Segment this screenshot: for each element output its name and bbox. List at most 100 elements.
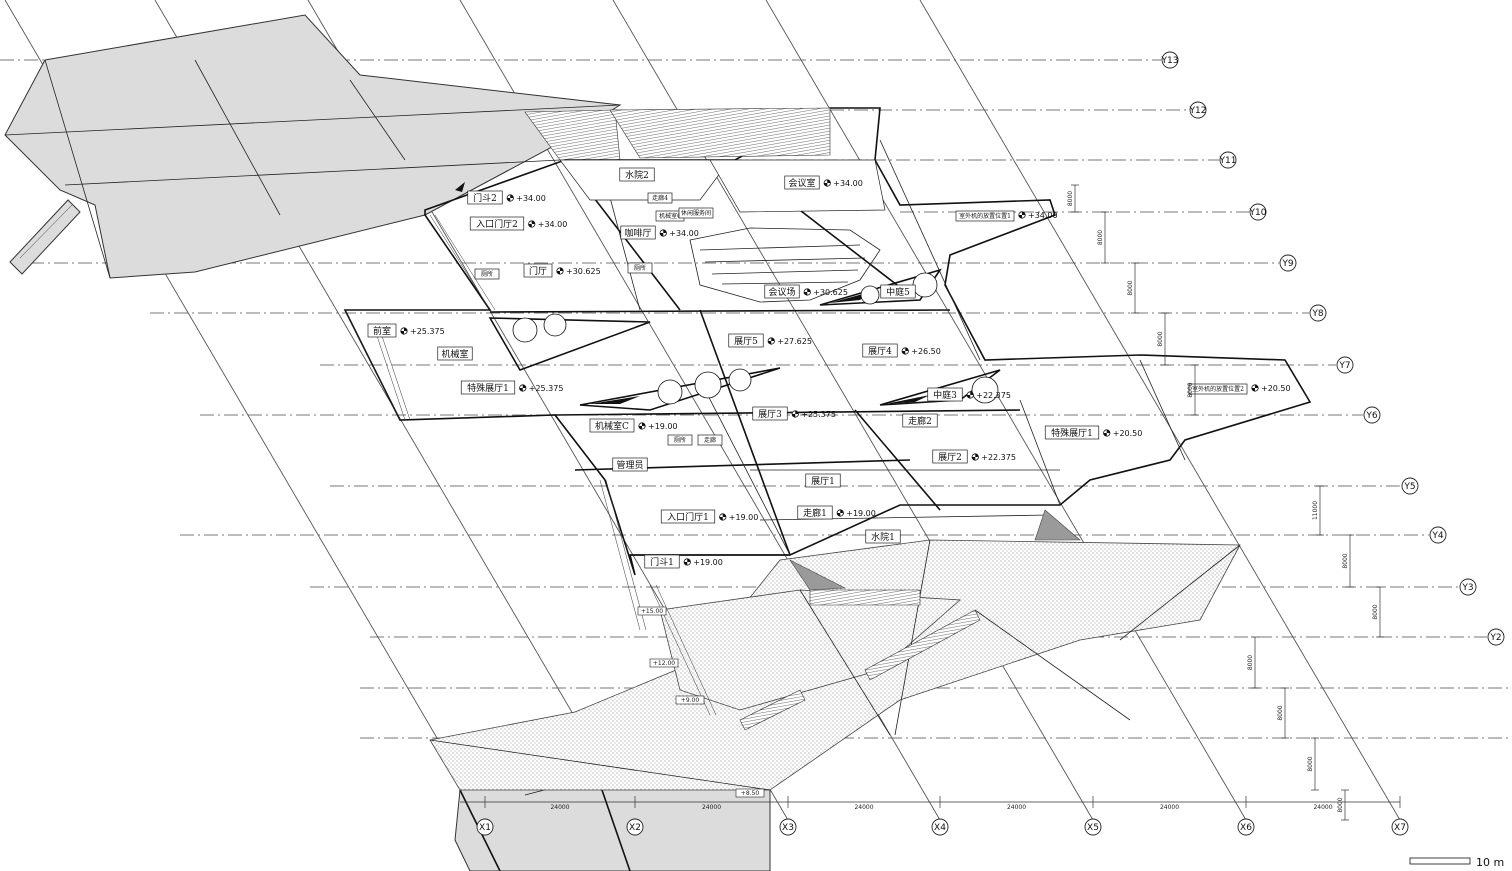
x-axis-bubble (1237, 818, 1255, 836)
room-elevation: +26.50 (911, 347, 941, 356)
ground-level-box (735, 788, 765, 798)
room-label-box (367, 323, 397, 338)
room-name: 入口门厅2 (476, 218, 518, 230)
room-label-box (752, 406, 788, 421)
elevation-marker-fill (519, 384, 526, 392)
room-label: 厕所 (474, 268, 500, 280)
x-axis-label: X1 (479, 823, 491, 833)
room-name: 门厅 (529, 265, 547, 277)
room-name: 门斗1 (650, 556, 674, 568)
room-label: 室外机的放置位置1+34.00 (955, 210, 1058, 222)
y-dim-label: 8000 (1127, 280, 1134, 295)
room-name: 水院1 (871, 531, 895, 543)
room-elevation: +30.625 (813, 288, 848, 297)
room-name: 前室 (373, 325, 391, 337)
room-elevation: +19.00 (693, 558, 723, 567)
x-dim-label: 24000 (1007, 804, 1026, 811)
y-axis-label: Y11 (1219, 156, 1237, 166)
y-dim-label: 8000 (1187, 382, 1194, 397)
room-label: 门斗2+34.00 (467, 190, 546, 205)
room-label: 会议场 +30.625 (764, 284, 848, 299)
y-dim-label: 8000 (1372, 604, 1379, 619)
scale-bar-label: 10 m (1476, 856, 1504, 869)
room-name: 咖啡厅 (624, 227, 651, 239)
elevation-marker-fill (719, 513, 726, 521)
room-label-box (647, 192, 673, 204)
room-name: 机械室6 (659, 212, 681, 220)
room-name: 中庭5 (886, 286, 910, 298)
y-axis-label: Y8 (1311, 309, 1323, 319)
room-label: 机械室 (437, 346, 473, 361)
x-axis-label: X2 (629, 823, 641, 833)
room-label: 展厅5+27.625 (728, 333, 812, 348)
room-name: 特殊展厅1 (1051, 427, 1093, 439)
room-name: 中庭3 (933, 389, 957, 401)
room-label-box (862, 343, 898, 358)
elevation-marker-fill (824, 179, 831, 187)
y-axis-label: Y12 (1189, 106, 1207, 116)
y-dim-label: 11000 (1312, 501, 1319, 520)
room-elevation: +27.625 (777, 337, 812, 346)
room-name: 水院2 (625, 169, 649, 181)
room-label-box (955, 210, 1015, 222)
x-dim-label: 24000 (550, 804, 569, 811)
x-axis-bubble (1391, 818, 1409, 836)
room-label-box (784, 175, 820, 190)
ground-level-value: +15.00 (641, 608, 663, 615)
room-name: 走廊1 (803, 507, 827, 519)
room-elevation: +25.375 (410, 327, 445, 336)
elevation-marker-fill (804, 288, 811, 296)
scale-bar: 10 m (1409, 856, 1504, 869)
room-name: 机械室C (595, 420, 629, 432)
room-elevation: +34.00 (516, 194, 546, 203)
room-elevation: +30.625 (566, 267, 601, 276)
y-dim-label: 8000 (1097, 230, 1104, 245)
room-label-box (589, 418, 635, 433)
y-axis-label: Y13 (1161, 56, 1179, 66)
y-axis-bubble (1363, 406, 1381, 424)
room-label: 特殊展厅1+25.375 (460, 380, 563, 395)
room-label-box (523, 263, 553, 278)
room-label: 门斗1 +19.00 (644, 554, 723, 569)
room-elevation: +34.00 (669, 229, 699, 238)
room-name: 厕所 (481, 270, 493, 278)
y-axis-bubble (1161, 51, 1179, 69)
room-name: 厕所 (634, 264, 646, 272)
ground-level: +9.00 (675, 695, 705, 705)
room-label: 门厅 +30.625 (523, 263, 601, 278)
y-axis-bubble (1309, 304, 1327, 322)
room-elevation: +20.50 (1113, 429, 1143, 438)
y-dimension-chain: 8000800080008000800011000800080008000800… (1067, 184, 1384, 821)
room-label-box (902, 413, 938, 428)
elevation-marker-fill (1103, 429, 1110, 437)
elevation-marker-fill (684, 558, 691, 566)
ground-level: +15.00 (637, 606, 667, 616)
ground-level: +8.50 (735, 788, 765, 798)
room-label-box (805, 473, 841, 488)
y-axis-bubble (1189, 101, 1207, 119)
y-dim-label: 8000 (1277, 705, 1284, 720)
room-label-box (678, 207, 714, 219)
room-label: 会议室+34.00 (784, 175, 863, 190)
room-name: 展厅1 (811, 476, 835, 487)
room-name: 机械室 (441, 348, 468, 360)
elevation-marker-fill (507, 194, 514, 202)
y-axis-bubble (1249, 203, 1267, 221)
x-axis-label: X5 (1087, 823, 1099, 833)
room-elevation: +34.00 (538, 220, 568, 229)
room-name: 会议场 (768, 286, 795, 298)
x-grid-line (919, 0, 1401, 821)
elevation-marker-fill (837, 509, 844, 517)
x-axis-label: X6 (1240, 823, 1252, 833)
room-elevation: +34.00 (833, 179, 863, 188)
room-label: 厕所 (627, 262, 653, 274)
room-label-box (764, 284, 800, 299)
x-dim-label: 24000 (1313, 804, 1332, 811)
room-label: 展厅1 (805, 473, 841, 488)
y-axis-label: Y9 (1281, 259, 1293, 269)
y-dim-label: 8000 (1157, 331, 1164, 346)
ground-level-box (675, 695, 705, 705)
room-name: 入口门厅1 (667, 511, 709, 523)
